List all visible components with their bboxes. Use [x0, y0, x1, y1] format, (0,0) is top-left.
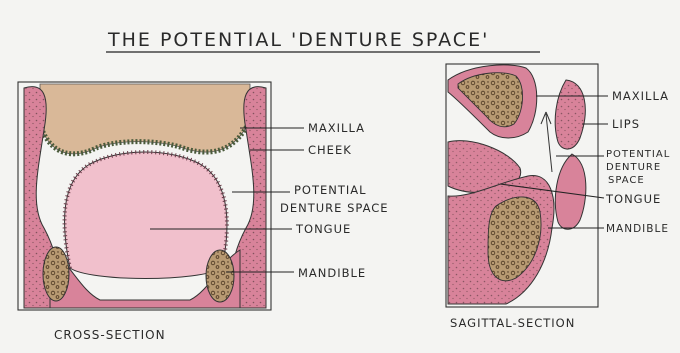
sagittal-section-caption: SAGITTAL-SECTION [450, 316, 575, 330]
cross-label-mandible: MANDIBLE [298, 266, 366, 280]
cross-tongue [65, 152, 227, 279]
sag-label-potential-3: SPACE [608, 175, 645, 186]
sag-label-mandible: MANDIBLE [606, 223, 669, 235]
cross-section-figure: MAXILLA CHEEK POTENTIAL DENTURE SPACE TO… [18, 82, 389, 342]
cross-mandible-left [43, 247, 69, 301]
sag-potential-arrow-shaft [546, 114, 552, 172]
sag-upper-lip-speckle [555, 80, 585, 149]
sagittal-section-figure: MAXILLA LIPS POTENTIAL DENTURE SPACE TON… [446, 64, 670, 330]
cross-label-maxilla: MAXILLA [308, 121, 365, 135]
diagram-title: THE POTENTIAL 'DENTURE SPACE' [107, 29, 489, 51]
sag-label-potential-1: POTENTIAL [606, 149, 670, 160]
sag-label-maxilla: MAXILLA [612, 89, 669, 103]
cross-label-potential-1: POTENTIAL [294, 183, 367, 197]
cross-label-potential-2: DENTURE SPACE [280, 201, 389, 215]
cross-section-caption: CROSS-SECTION [54, 328, 166, 342]
cross-label-tongue: TONGUE [295, 222, 351, 236]
sag-label-tongue: TONGUE [605, 192, 661, 206]
sag-label-potential-2: DENTURE [606, 162, 661, 173]
cross-mandible-right [206, 250, 234, 302]
sag-label-lips: LIPS [612, 117, 640, 131]
cross-label-cheek: CHEEK [308, 143, 352, 157]
